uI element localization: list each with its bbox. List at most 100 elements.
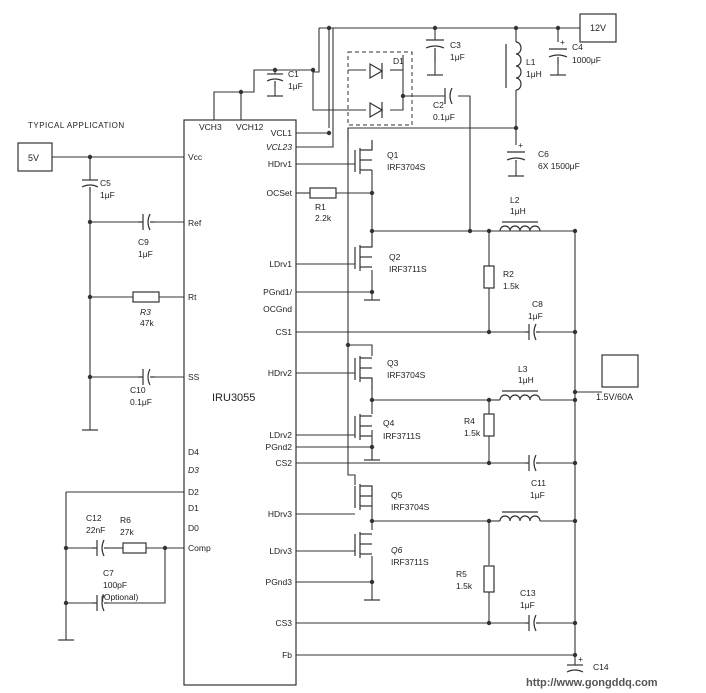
ground-symbols — [58, 74, 566, 641]
l1-value: 1μH — [526, 69, 542, 79]
pin-ldrv2: LDrv2 — [269, 430, 292, 440]
pin-ocgnd: OCGnd — [263, 304, 292, 314]
c6-value: 6X 1500μF — [538, 161, 580, 171]
pin-ldrv1: LDrv1 — [269, 259, 292, 269]
c11-name: C11 — [531, 478, 546, 488]
c8-name: C8 — [532, 299, 543, 309]
c4-name: C4 — [572, 42, 583, 52]
pin-pgnd2: PGnd2 — [266, 442, 293, 452]
watermark: http://www.gongddq.com — [526, 677, 658, 689]
capacitor-c3: C3 1μF — [425, 39, 465, 62]
q2-name: Q2 — [389, 252, 401, 262]
mosfet-q4: Q4 IRF3711S — [354, 414, 421, 441]
c4-value: 1000μF — [572, 55, 601, 65]
inductor-l3: L3 1μH — [499, 364, 541, 401]
c11-value: 1μF — [530, 490, 545, 500]
c13-name: C13 — [520, 588, 536, 598]
pin-rt: Rt — [188, 292, 197, 302]
inductor-l2: L2 1μH — [499, 195, 541, 232]
source-5v: 5V — [17, 142, 53, 172]
pin-ref: Ref — [188, 218, 202, 228]
pin-pgnd1: PGnd1/ — [263, 287, 292, 297]
r2-value: 1.5k — [503, 281, 520, 291]
q4-name: Q4 — [383, 418, 395, 428]
capacitor-c6: + C6 6X 1500μF — [506, 140, 580, 171]
l2-name: L2 — [510, 195, 520, 205]
resistor-r1: R1 2.2k — [309, 187, 337, 223]
c1-value: 1μF — [288, 81, 303, 91]
r1-name: R1 — [315, 202, 326, 212]
source-12v-label: 12V — [590, 23, 606, 33]
mosfet-q1: Q1 IRF3704S — [354, 140, 426, 174]
wires — [52, 27, 602, 665]
resistor-r2: R2 1.5k — [483, 265, 520, 291]
q1-part: IRF3704S — [387, 162, 426, 172]
pin-vcl1: VCL1 — [271, 128, 293, 138]
c2-name: C2 — [433, 100, 444, 110]
mosfet-q5: Q5 IRF3704S — [354, 484, 430, 512]
capacitor-c14: + C14 — [566, 654, 609, 673]
q1-name: Q1 — [387, 150, 399, 160]
pin-pgnd3: PGnd3 — [266, 577, 293, 587]
typical-application-label: TYPICAL APPLICATION — [28, 121, 125, 130]
output-1v5: 1.5V/60A — [596, 354, 639, 402]
source-5v-label: 5V — [28, 153, 39, 163]
c6-name: C6 — [538, 149, 549, 159]
inductor-l4 — [499, 511, 541, 522]
pin-ss: SS — [188, 372, 200, 382]
c13-value: 1μF — [520, 600, 535, 610]
c7-note: (Optional) — [101, 592, 138, 602]
pin-comp: Comp — [188, 543, 211, 553]
mosfet-q6: Q6 IRF3711S — [354, 532, 429, 567]
pin-d2: D2 — [188, 487, 199, 497]
r2-name: R2 — [503, 269, 514, 279]
l1-name: L1 — [526, 57, 536, 67]
pin-hdrv3: HDrv3 — [268, 509, 292, 519]
junction-dots — [63, 25, 578, 658]
pin-vch12: VCH12 — [236, 122, 264, 132]
q5-part: IRF3704S — [391, 502, 430, 512]
c12-value: 22nF — [86, 525, 105, 535]
mosfet-q3: Q3 IRF3704S — [354, 356, 426, 390]
c3-value: 1μF — [450, 52, 465, 62]
r4-name: R4 — [464, 416, 475, 426]
output-1v5-label: 1.5V/60A — [596, 392, 633, 402]
c4-polarity-mark: + — [560, 37, 565, 47]
resistor-r5: R5 1.5k — [456, 565, 495, 593]
pin-hdrv1: HDrv1 — [268, 159, 292, 169]
inductor-l1: L1 1μH — [505, 41, 542, 91]
c5-name: C5 — [100, 178, 111, 188]
capacitor-c7: C7 100pF (Optional) — [92, 568, 138, 612]
l3-name: L3 — [518, 364, 528, 374]
capacitor-c10: C10 0.1μF — [130, 368, 155, 407]
r3-value: 47k — [140, 318, 154, 328]
c14-polarity-mark: + — [578, 654, 583, 664]
q2-part: IRF3711S — [389, 264, 427, 274]
r6-name: R6 — [120, 515, 131, 525]
c5-value: 1μF — [100, 190, 115, 200]
c8-value: 1μF — [528, 311, 543, 321]
pin-cs1: CS1 — [275, 327, 292, 337]
d1-name: D1 — [393, 56, 404, 66]
c7-name: C7 — [103, 568, 114, 578]
c9-name: C9 — [138, 237, 149, 247]
c7-value: 100pF — [103, 580, 127, 590]
pin-fb: Fb — [282, 650, 292, 660]
capacitor-c1: C1 1μF — [266, 69, 303, 91]
c2-value: 0.1μF — [433, 112, 455, 122]
pin-d3: D3 — [188, 465, 199, 475]
pin-d4: D4 — [188, 447, 199, 457]
capacitor-c8: C8 1μF — [525, 299, 543, 341]
r5-name: R5 — [456, 569, 467, 579]
l2-value: 1μH — [510, 206, 526, 216]
c10-value: 0.1μF — [130, 397, 152, 407]
pin-ocset: OCSet — [266, 188, 292, 198]
c6-polarity-mark: + — [518, 140, 523, 150]
q6-part: IRF3711S — [391, 557, 429, 567]
c12-name: C12 — [86, 513, 102, 523]
resistor-r3: R3 47k — [132, 291, 160, 328]
mosfet-q2: Q2 IRF3711S — [354, 231, 427, 274]
pin-vcl23: VCL23 — [266, 142, 292, 152]
pin-hdrv2: HDrv2 — [268, 368, 292, 378]
